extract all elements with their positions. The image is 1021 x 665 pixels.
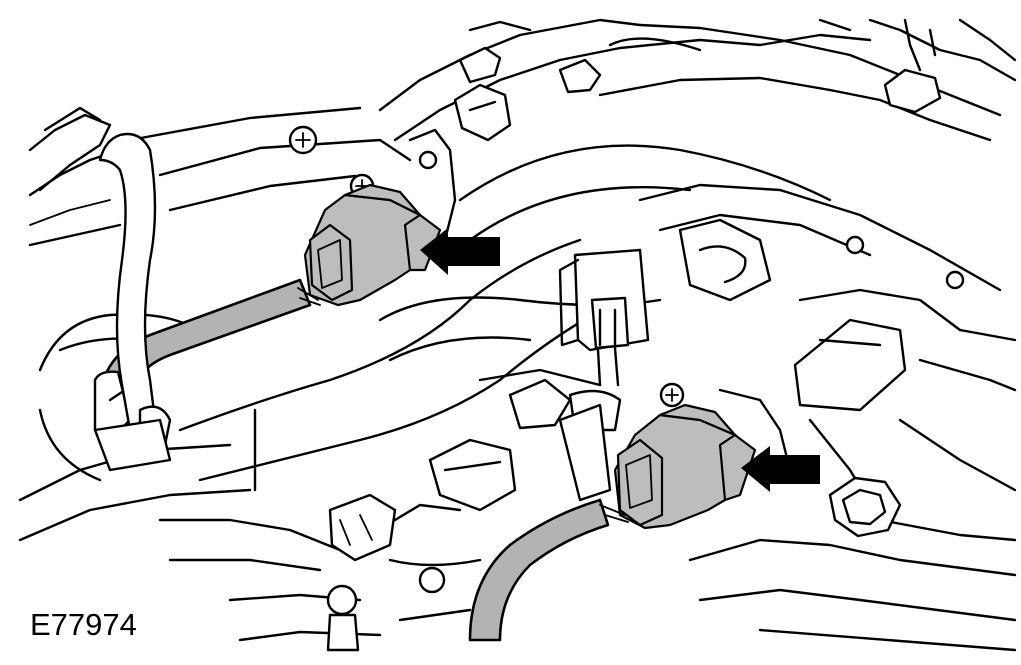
figure-reference-label: E77974	[30, 607, 141, 643]
connector-2[interactable]	[599, 403, 757, 530]
arrow-left-icon	[741, 446, 820, 492]
connector-2-latch[interactable]	[616, 438, 664, 527]
arrow-left-icon	[420, 228, 500, 275]
connector-1-latch[interactable]	[308, 223, 354, 302]
lower-wiring-harness	[468, 403, 612, 642]
engine-background-linework	[18, 18, 1017, 652]
lower-harness-sleeve	[468, 498, 610, 642]
connector-1[interactable]	[297, 183, 442, 307]
left-wiring-harness	[93, 132, 312, 472]
